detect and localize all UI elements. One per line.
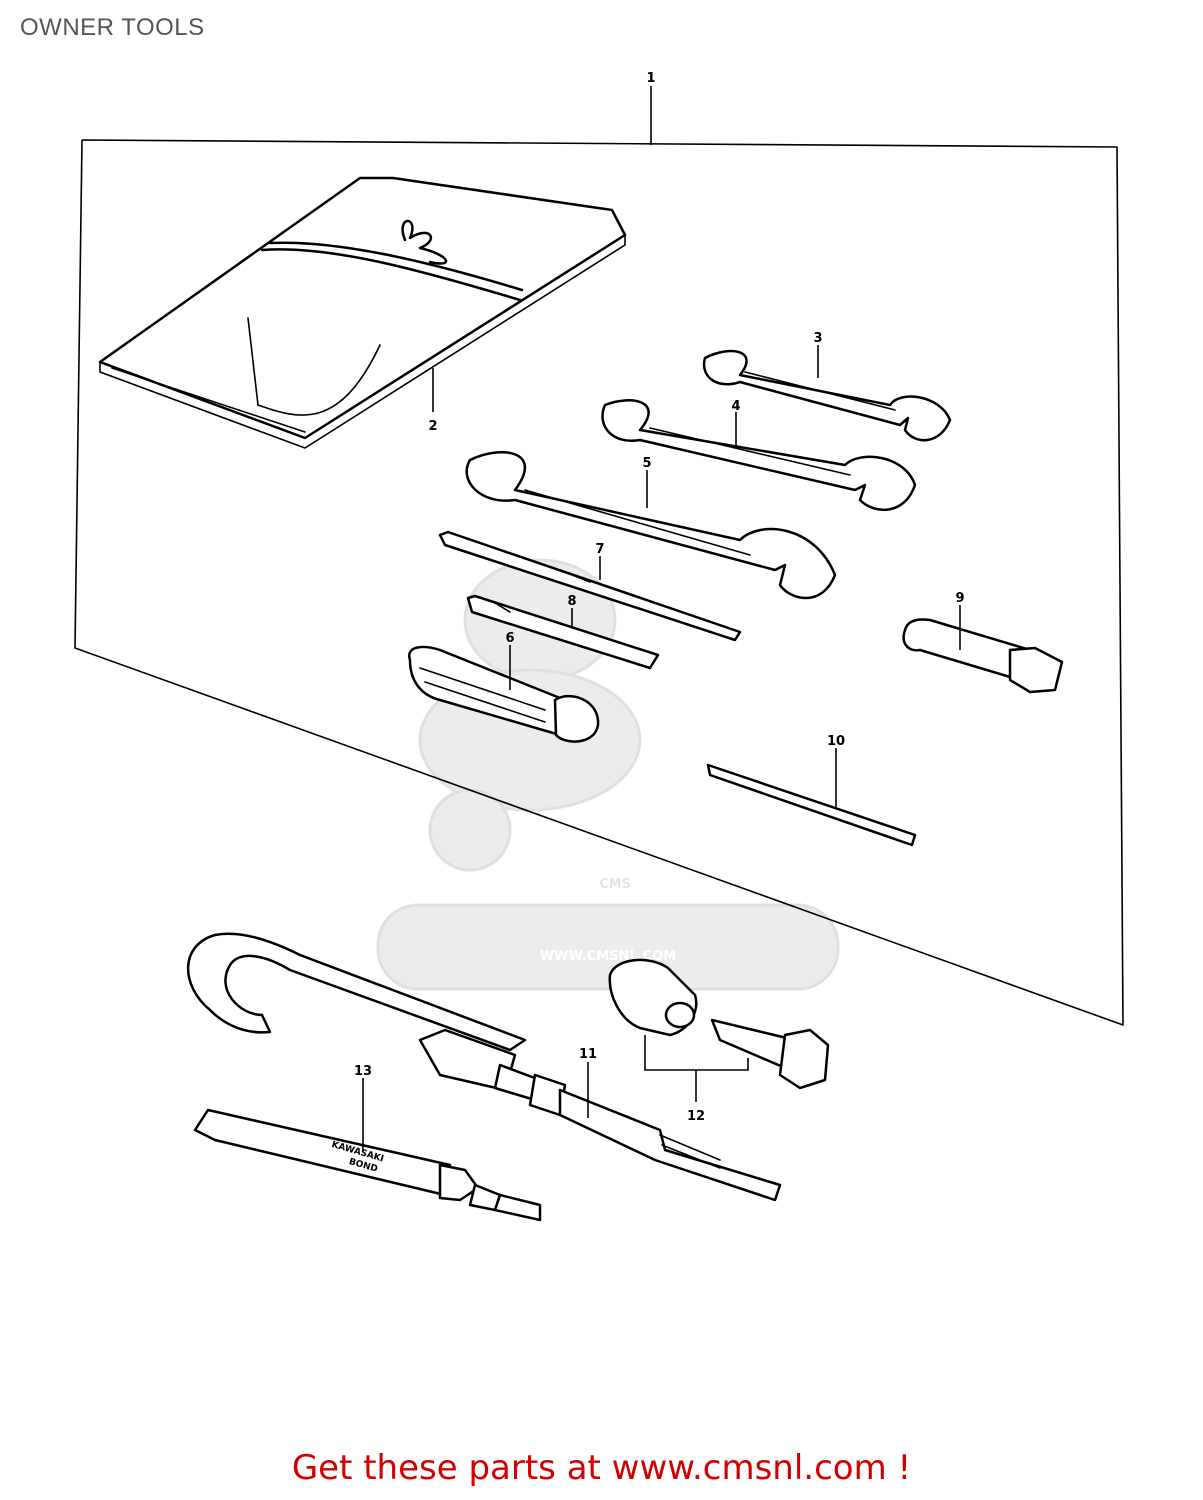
- screwdriver-blade: [438, 530, 742, 642]
- screwdriver-handle: [408, 645, 600, 743]
- watermark-banner: [376, 903, 840, 991]
- kit-boundary: [74, 139, 1124, 1026]
- phillips-bit: [466, 594, 660, 670]
- callout-11: 11: [579, 1047, 597, 1062]
- callout-3: 3: [813, 331, 822, 346]
- nut-and-bolt: [608, 958, 830, 1090]
- callout-10: 10: [827, 734, 845, 749]
- callout-1: 1: [646, 71, 655, 86]
- callouts: 1 2 3 4 5 6 7 8 9 10 11 12 13: [354, 71, 965, 1124]
- callout-13: 13: [354, 1064, 372, 1079]
- spark-plug-socket: [902, 618, 1064, 694]
- callout-8: 8: [567, 594, 576, 609]
- callout-4: 4: [731, 399, 740, 414]
- callout-7: 7: [595, 542, 604, 557]
- open-end-wrench-medium: [601, 399, 917, 512]
- page-title: OWNER TOOLS: [20, 14, 205, 41]
- callout-9: 9: [955, 591, 964, 606]
- kawasaki-bond-tube: KAWASAKI BOND: [193, 1108, 542, 1222]
- callout-2: 2: [428, 419, 437, 434]
- open-end-wrench-small: [702, 349, 952, 442]
- watermark: CMS WWW.CMSNL.COM: [376, 558, 840, 991]
- hook-spanner: [186, 932, 782, 1202]
- footer-link[interactable]: Get these parts at www.cmsnl.com !: [291, 1448, 912, 1488]
- open-end-wrench-large: [465, 450, 837, 600]
- callout-12: 12: [687, 1109, 705, 1124]
- tool-bag: [98, 176, 627, 449]
- callout-6: 6: [505, 631, 514, 646]
- leader-lines: [362, 86, 961, 1152]
- tommy-bar: [706, 763, 917, 847]
- watermark-brand: CMS: [599, 877, 631, 892]
- callout-5: 5: [642, 456, 651, 471]
